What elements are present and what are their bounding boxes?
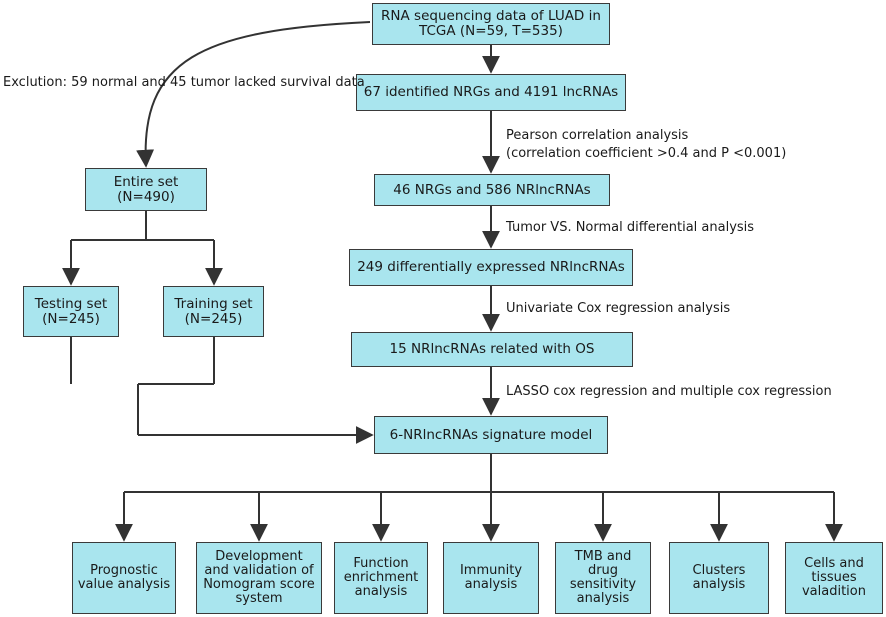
signature-model-box: 6-NRlncRNAs signature model: [374, 416, 608, 454]
testing-set-box: Testing set (N=245): [23, 286, 119, 337]
pearson-label: Pearson correlation analysis: [506, 128, 689, 143]
nrgs-nrlncrnas-box: 46 NRGs and 586 NRlncRNAs: [374, 174, 610, 206]
output-nomogram-box: Development and validation of Nomogram s…: [196, 542, 322, 614]
entire-set-box: Entire set (N=490): [85, 168, 207, 211]
nrgs-lncrnas-box: 67 identified NRGs and 4191 lncRNAs: [356, 74, 626, 111]
output-function-box: Function enrichment analysis: [334, 542, 428, 614]
output-function-text: Function enrichment analysis: [343, 556, 419, 599]
differential-label: Tumor VS. Normal differential analysis: [506, 220, 755, 235]
output-clusters-box: Clusters analysis: [669, 542, 769, 614]
deg-nrlncrnas-box: 249 differentially expressed NRlncRNAs: [349, 249, 633, 286]
rna-seq-text: RNA sequencing data of LUAD in TCGA (N=5…: [381, 8, 601, 39]
lasso-label: LASSO cox regression and multiple cox re…: [506, 384, 832, 399]
os-related-box: 15 NRlncRNAs related with OS: [351, 332, 633, 367]
deg-nrlncrnas-text: 249 differentially expressed NRlncRNAs: [357, 259, 625, 275]
arrow-rna-to-entire: [136, 21, 371, 168]
output-cells-box: Cells and tissues valadition: [785, 542, 883, 614]
output-prognostic-text: Prognostic value analysis: [77, 563, 171, 592]
testing-set-text: Testing set (N=245): [34, 295, 108, 327]
output-nomogram-text: Development and validation of Nomogram s…: [203, 549, 315, 606]
signature-model-text: 6-NRlncRNAs signature model: [389, 426, 593, 443]
output-tmb-text: TMB and drug sensitivity analysis: [569, 549, 637, 606]
univariate-label: Univariate Cox regression analysis: [506, 301, 731, 316]
output-prognostic-box: Prognostic value analysis: [72, 542, 176, 614]
pearson-criteria-label: (correlation coefficient >0.4 and P <0.0…: [506, 146, 787, 161]
exclusion-label: Exclution: 59 normal and 45 tumor lacked…: [3, 75, 365, 90]
output-clusters-text: Clusters analysis: [692, 563, 746, 592]
nrgs-nrlncrnas-text: 46 NRGs and 586 NRlncRNAs: [393, 181, 591, 198]
output-immunity-text: Immunity analysis: [459, 563, 523, 592]
training-set-box: Training set (N=245): [163, 286, 264, 337]
nrgs-lncrnas-text: 67 identified NRGs and 4191 lncRNAs: [363, 84, 619, 100]
training-set-text: Training set (N=245): [174, 295, 253, 327]
output-tmb-box: TMB and drug sensitivity analysis: [555, 542, 651, 614]
entire-set-text: Entire set (N=490): [113, 173, 179, 205]
os-related-text: 15 NRlncRNAs related with OS: [389, 341, 595, 357]
output-immunity-box: Immunity analysis: [443, 542, 539, 614]
output-cells-text: Cells and tissues valadition: [801, 556, 866, 599]
rna-seq-box: RNA sequencing data of LUAD in TCGA (N=5…: [372, 3, 610, 45]
